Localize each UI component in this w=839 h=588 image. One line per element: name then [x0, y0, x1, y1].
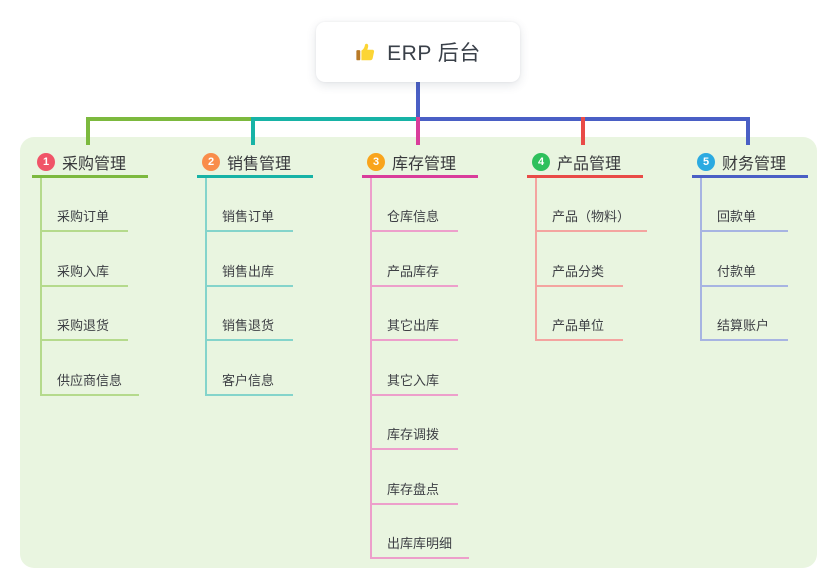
- branches-panel: [20, 137, 817, 568]
- branch-header-4[interactable]: 4 产品管理: [532, 149, 621, 175]
- branch-title: 销售管理: [227, 156, 292, 173]
- child-node[interactable]: 库存盘点: [370, 477, 458, 505]
- child-node[interactable]: 回款单: [700, 204, 788, 232]
- branch-drop-line: [581, 117, 585, 145]
- child-node[interactable]: 其它出库: [370, 313, 458, 341]
- branch-child-rail: [40, 178, 42, 396]
- branch-header-5[interactable]: 5 财务管理: [697, 149, 786, 175]
- child-node[interactable]: 销售出库: [205, 259, 293, 287]
- branch-number-badge: 5: [697, 153, 715, 171]
- branch-drop-line: [251, 117, 255, 145]
- child-node[interactable]: 客户信息: [205, 368, 293, 396]
- child-node[interactable]: 采购入库: [40, 259, 128, 287]
- root-label: ERP 后台: [387, 42, 481, 65]
- branch-header-underline: [32, 175, 148, 178]
- child-node[interactable]: 产品单位: [535, 313, 623, 341]
- child-node[interactable]: 其它入库: [370, 368, 458, 396]
- child-node[interactable]: 结算账户: [700, 313, 788, 341]
- thumbs-up-icon: [355, 41, 377, 63]
- branch-title: 产品管理: [557, 156, 622, 173]
- branch-header-underline: [197, 175, 313, 178]
- branch-header-3[interactable]: 3 库存管理: [367, 149, 456, 175]
- branch-child-rail: [535, 178, 537, 341]
- branch-title: 库存管理: [392, 156, 457, 173]
- child-node[interactable]: 出库库明细: [370, 531, 470, 559]
- branch-child-rail: [205, 178, 207, 396]
- branch-title: 采购管理: [62, 156, 127, 173]
- child-node[interactable]: 库存调拨: [370, 422, 458, 450]
- branch-header-underline: [362, 175, 478, 178]
- branch-drop-line: [86, 117, 90, 145]
- child-node[interactable]: 销售订单: [205, 204, 293, 232]
- child-node[interactable]: 供应商信息: [40, 368, 140, 396]
- branch-number-badge: 3: [367, 153, 385, 171]
- child-node[interactable]: 采购退货: [40, 313, 128, 341]
- child-node[interactable]: 产品（物料）: [535, 204, 648, 232]
- child-node[interactable]: 产品库存: [370, 259, 458, 287]
- branch-title: 财务管理: [722, 156, 787, 173]
- branch-number-badge: 4: [532, 153, 550, 171]
- branch-header-underline: [527, 175, 643, 178]
- connector-horizontal-line: [251, 117, 420, 121]
- child-node[interactable]: 仓库信息: [370, 204, 458, 232]
- branch-header-1[interactable]: 1 采购管理: [37, 149, 126, 175]
- branch-header-2[interactable]: 2 销售管理: [202, 149, 291, 175]
- connector-horizontal-line: [86, 117, 255, 121]
- child-node[interactable]: 付款单: [700, 259, 788, 287]
- branch-child-rail: [700, 178, 702, 341]
- root-node[interactable]: ERP 后台: [316, 22, 520, 82]
- branch-header-underline: [692, 175, 808, 178]
- branch-number-badge: 2: [202, 153, 220, 171]
- branch-drop-line: [416, 117, 420, 145]
- branch-number-badge: 1: [37, 153, 55, 171]
- root-connector-line: [416, 82, 420, 121]
- branch-child-rail: [370, 178, 372, 559]
- child-node[interactable]: 销售退货: [205, 313, 293, 341]
- child-node[interactable]: 产品分类: [535, 259, 623, 287]
- branch-drop-line: [746, 117, 750, 145]
- child-node[interactable]: 采购订单: [40, 204, 128, 232]
